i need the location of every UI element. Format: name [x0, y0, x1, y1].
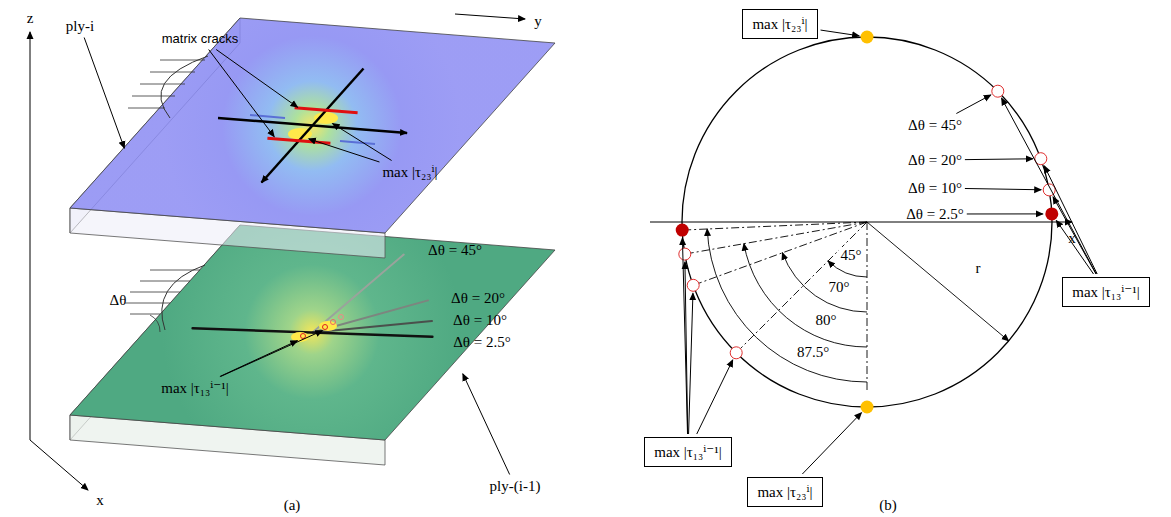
label-text: z [27, 10, 34, 27]
label-text: max |τ₂₃ⁱ| [382, 164, 437, 181]
drawing-stroke [679, 248, 691, 260]
callout-text: max |τ₁₃ⁱ⁻¹| [1072, 284, 1140, 300]
leader-line [682, 238, 687, 434]
label-text: 45° [839, 247, 864, 264]
drawing-stroke [1045, 207, 1058, 220]
drawing-stroke [707, 222, 1009, 382]
drawing-stroke [250, 115, 285, 118]
callout-box: max |τ₂₃ⁱ| [747, 477, 822, 507]
drawing-stroke [861, 31, 874, 44]
drawing-stroke [301, 334, 306, 339]
leader-line [463, 374, 510, 475]
drawing-stroke [730, 347, 742, 359]
leader-line [956, 95, 990, 114]
drawing-stroke [682, 37, 1052, 407]
drawing-stroke [676, 224, 689, 237]
label-text: r [976, 260, 981, 277]
leader-line [1002, 98, 1097, 274]
leader-line [689, 293, 693, 434]
label-text: ply-(i-1) [490, 478, 541, 495]
label-text: Δθ = 45° [428, 242, 482, 259]
label-text: x [96, 492, 104, 509]
label-text: ply-i [66, 18, 94, 35]
drawing-stroke [323, 325, 328, 330]
drawing-stroke [193, 255, 433, 337]
drawing-stroke [687, 279, 699, 291]
label-text: (b) [879, 497, 897, 514]
drawing-stroke [331, 320, 336, 325]
callout-text: max |τ₂₃ⁱ| [752, 16, 807, 32]
label-text: Δθ = 45° [908, 117, 962, 134]
drawing-stroke [736, 222, 867, 353]
drawing-stroke [861, 401, 874, 414]
drawing-stroke [682, 222, 867, 392]
label-text: Δθ = 20° [451, 290, 505, 307]
drawing-stroke [682, 222, 867, 230]
callout-box: max |τ₁₃ⁱ⁻¹| [644, 437, 732, 467]
drawing-stroke [707, 229, 867, 382]
drawing-stroke [339, 315, 344, 320]
callout-text: max |τ₁₃ⁱ⁻¹| [654, 444, 722, 460]
leader-line [333, 124, 392, 161]
drawing-stroke [992, 85, 1004, 97]
drawing-stroke [70, 18, 555, 233]
leader-line [221, 331, 323, 377]
leader-line [967, 213, 1043, 214]
label-text: (a) [284, 497, 301, 514]
label-text: 70° [827, 279, 852, 296]
leader-line [685, 262, 688, 434]
leader-line [802, 413, 861, 474]
label-text: Δθ = 10° [453, 312, 507, 329]
leader-line [1056, 220, 1093, 274]
label-text: Δθ [110, 292, 127, 309]
leader-line [965, 158, 1033, 160]
drawing-stroke [340, 141, 375, 144]
leader-line [209, 50, 275, 137]
drawing-stroke [161, 56, 208, 118]
drawing-stroke [262, 69, 364, 183]
leader-line [1044, 166, 1097, 274]
drawing-stroke [867, 222, 868, 392]
leader-line [697, 360, 733, 434]
label-text: 87.5° [795, 344, 831, 361]
leader-line [1053, 197, 1096, 274]
label-text: Δθ = 20° [908, 152, 962, 169]
drawing-stroke [30, 440, 88, 490]
callout-box: max |τ₂₃ⁱ| [742, 9, 817, 39]
label-text: max |τ₁₃ⁱ⁻¹| [161, 380, 229, 397]
label-text: x [1068, 230, 1076, 247]
drawing-stroke [679, 85, 1055, 359]
label-text: Δθ = 2.5° [906, 206, 964, 223]
drawing-stroke [295, 108, 358, 113]
drawing-stroke [693, 222, 867, 285]
leader-line [821, 30, 860, 36]
drawing-stroke [319, 321, 337, 331]
drawing-stroke [30, 32, 31, 440]
leader-line [84, 38, 124, 149]
label-text: Δθ = 10° [908, 180, 962, 197]
drawing-stroke [150, 315, 160, 332]
leader-line [309, 139, 380, 162]
label-text: matrix cracks [162, 30, 239, 47]
leader-line [965, 188, 1041, 189]
callout-text: max |τ₂₃ⁱ| [757, 484, 812, 500]
label-text: 80° [814, 312, 839, 329]
drawing-stroke [867, 222, 1009, 341]
drawing-stroke [744, 244, 867, 347]
leader-line [216, 50, 297, 108]
drawing-stroke [128, 60, 205, 108]
label-text: Δθ = 2.5° [453, 334, 511, 351]
drawing-stroke [455, 14, 525, 19]
callout-box: max |τ₁₃ⁱ⁻¹| [1062, 277, 1150, 307]
drawing-stroke [162, 265, 205, 330]
label-text: y [534, 13, 542, 30]
drawing-stroke [70, 225, 555, 440]
